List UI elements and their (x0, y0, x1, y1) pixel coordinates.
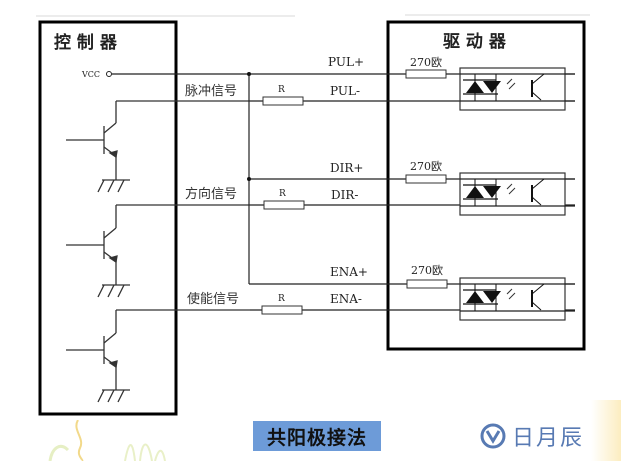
signal-name-enable: 使能信号 (187, 291, 239, 307)
resistor-icon (261, 96, 305, 315)
transistor-2-icon (66, 204, 250, 298)
signal-name-pulse: 脉冲信号 (185, 84, 237, 99)
transistor-1-icon (66, 100, 250, 193)
terminal-ena-minus: ENA- (330, 292, 362, 306)
optocoupler-2-icon (459, 172, 575, 216)
terminal-dir-plus: DIR+ (330, 161, 363, 175)
caption-badge: 共阳极接法 (253, 421, 381, 451)
watermark-text: 日月辰 (512, 426, 585, 451)
watermark: 日月辰 (478, 415, 618, 457)
resistor-270-label: 270欧 (410, 160, 442, 173)
transistor-3-icon (66, 309, 250, 403)
terminal-pul-plus: PUL+ (328, 55, 364, 69)
optocoupler-3-icon (459, 277, 575, 321)
corner-glow (591, 400, 621, 461)
resistor-label: R (279, 189, 286, 199)
controller-title: 控 制 器 (54, 32, 118, 53)
signal-name-direction: 方向信号 (185, 186, 237, 202)
junction-dot (247, 177, 251, 181)
resistor-270-label: 270欧 (410, 56, 442, 69)
ground-icon (97, 179, 130, 193)
watermark-logo-icon (480, 423, 506, 449)
driver-box: 驱 动 器 (386, 20, 586, 351)
ground-icon (97, 389, 130, 403)
terminal-ena-plus: ENA+ (330, 265, 368, 279)
controller-box: 控 制 器 VCC (38, 20, 250, 416)
vcc-bus (112, 73, 407, 285)
resistor-label: R (278, 294, 285, 304)
optocoupler-1-icon (459, 67, 575, 111)
junction-dot (247, 72, 251, 76)
vcc-terminal (106, 71, 112, 77)
terminal-dir-minus: DIR- (331, 188, 358, 202)
driver-title: 驱 动 器 (443, 32, 507, 52)
decorative-watermark-icon (48, 420, 166, 461)
resistor-label: R (278, 85, 285, 95)
resistor-icon (405, 69, 448, 289)
ground-icon (97, 284, 130, 298)
vcc-label: VCC (81, 70, 100, 79)
resistor-270-label: 270欧 (411, 264, 443, 277)
terminal-pul-minus: PUL- (330, 84, 360, 98)
